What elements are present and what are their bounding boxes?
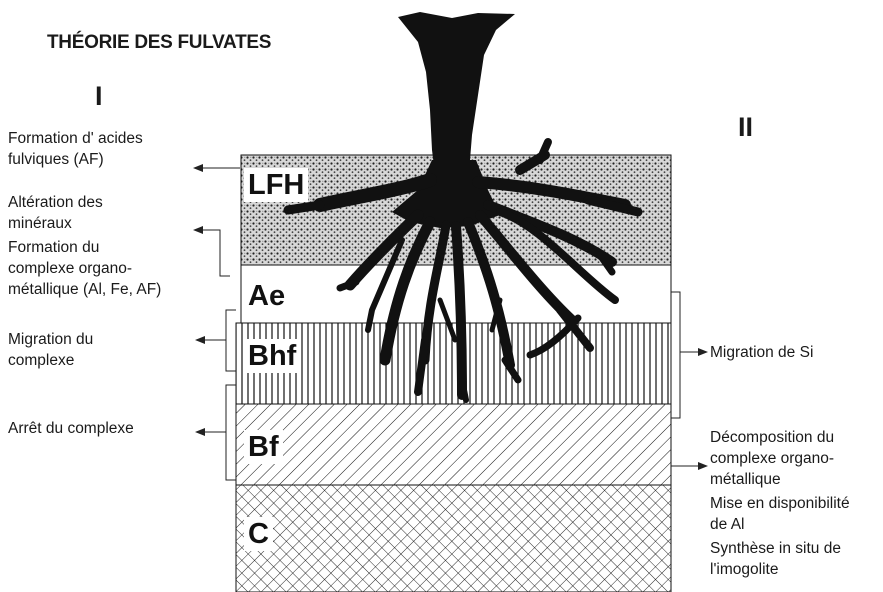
horizon-label-bf: Bf (244, 430, 283, 464)
horizon-label-lfh: LFH (244, 168, 308, 202)
right-note-1-line: Migration de Si (710, 342, 813, 363)
left-note-3-line: Migration du (8, 329, 93, 350)
right-note-1: Migration de Si (710, 342, 813, 363)
right-note-2: Décomposition du complexe organo- métall… (710, 427, 850, 580)
right-note-2-line: Mise en disponibilité (710, 493, 850, 514)
left-note-1-line: Formation d' acides (8, 128, 143, 149)
left-note-2-line: Formation du (8, 237, 161, 258)
arrowhead-right-2 (698, 462, 708, 470)
arrowhead-left-3 (195, 336, 205, 344)
right-note-2-line: Décomposition du (710, 427, 850, 448)
left-note-2-line: Altération des (8, 192, 161, 213)
arrowhead-left-2 (193, 226, 203, 234)
horizon-label-c: C (244, 517, 273, 551)
left-note-2-line: minéraux (8, 213, 161, 234)
left-note-1: Formation d' acides fulviques (AF) (8, 128, 143, 170)
left-note-4: Arrêt du complexe (8, 418, 134, 439)
left-note-2: Altération des minéraux Formation du com… (8, 192, 161, 300)
diagram-title: THÉORIE DES FULVATES (47, 32, 271, 53)
right-note-2-line: métallique (710, 469, 850, 490)
right-note-2-line: de Al (710, 514, 850, 535)
left-note-1-line: fulviques (AF) (8, 149, 143, 170)
arrowhead-right-1 (698, 348, 708, 356)
right-arrows (671, 292, 703, 466)
left-note-2-line: complexe organo- (8, 258, 161, 279)
horizon-label-ae: Ae (244, 279, 289, 313)
section-left-numeral: I (95, 86, 103, 107)
left-note-3-line: complexe (8, 350, 93, 371)
left-note-3: Migration du complexe (8, 329, 93, 371)
right-note-2-line: Synthèse in situ de (710, 538, 850, 559)
right-note-2-line: complexe organo- (710, 448, 850, 469)
arrowhead-left-1 (193, 164, 203, 172)
left-note-4-line: Arrêt du complexe (8, 418, 134, 439)
horizon-bf-band (236, 404, 671, 485)
section-right-numeral: II (738, 117, 753, 138)
horizon-label-bhf: Bhf (244, 339, 300, 373)
arrowhead-left-4 (195, 428, 205, 436)
arrow-ae-bracket (196, 230, 230, 276)
left-note-2-line: métallique (Al, Fe, AF) (8, 279, 161, 300)
horizon-c-band (236, 485, 671, 592)
right-note-2-line: l'imogolite (710, 559, 850, 580)
